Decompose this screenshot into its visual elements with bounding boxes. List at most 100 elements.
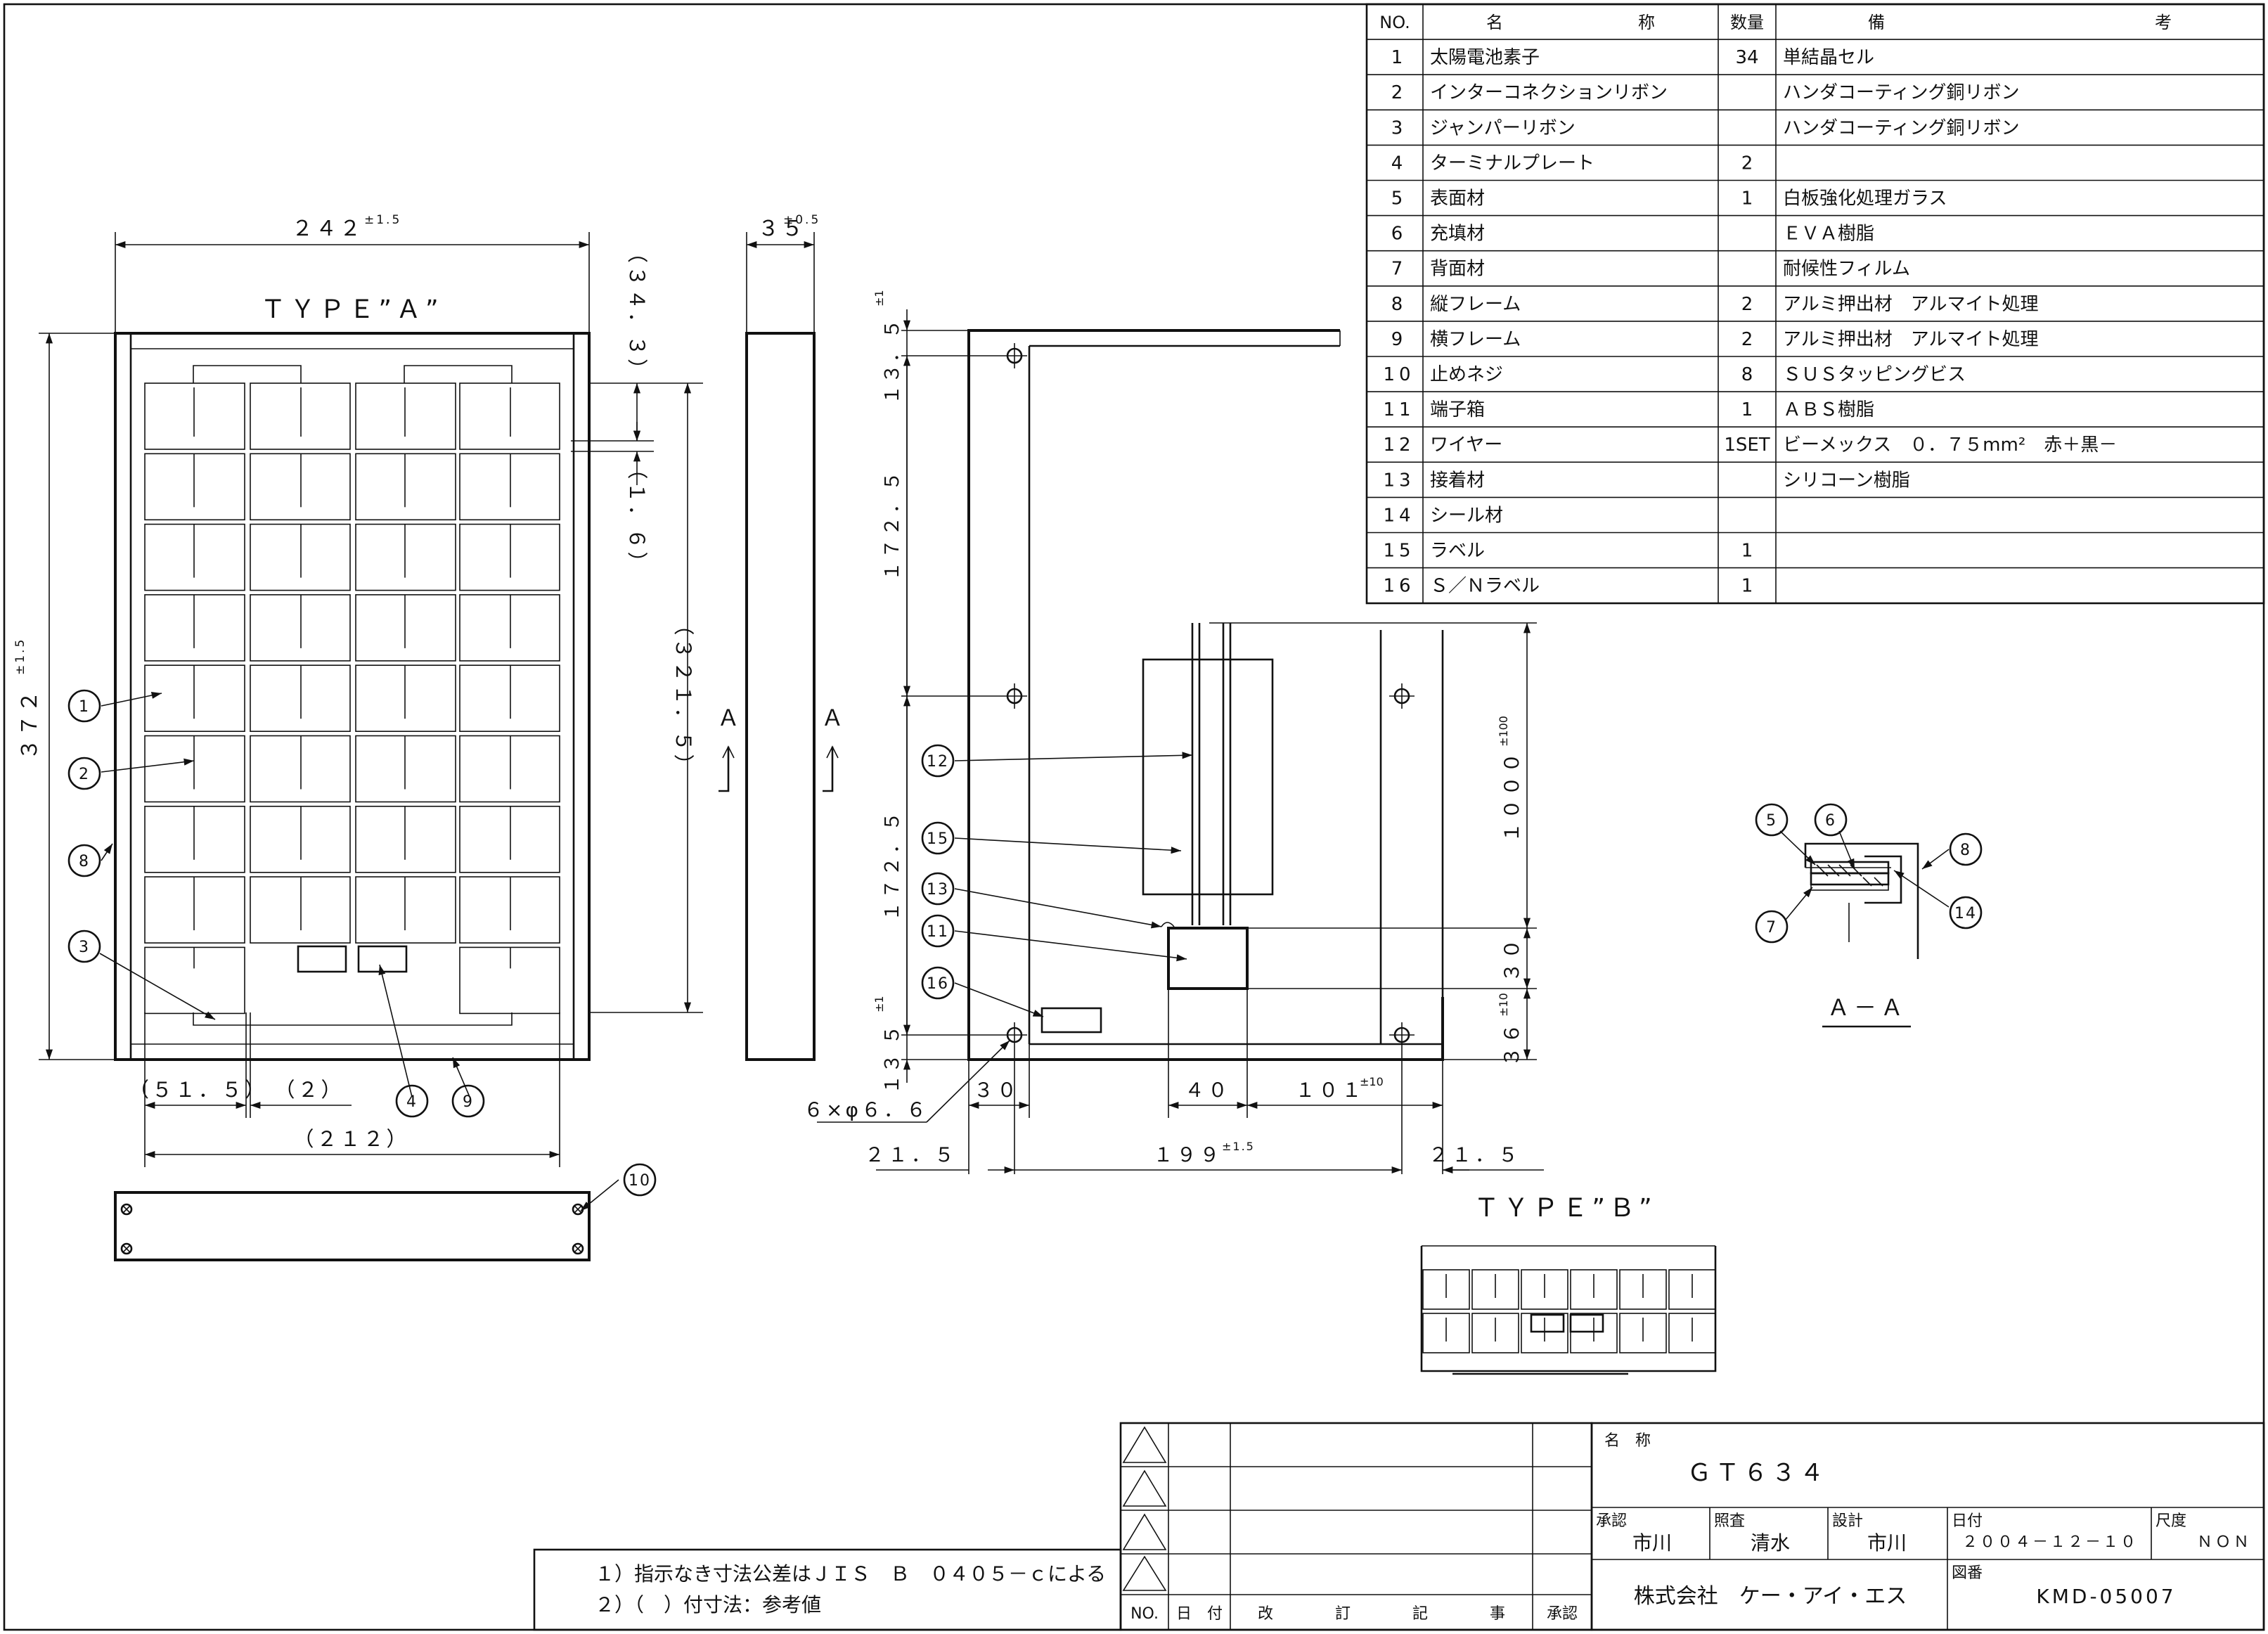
svg-text:±10: ±10 [1360,1075,1384,1088]
svg-text:（１．６）: （１．６） [625,458,649,574]
svg-text:２１．５: ２１．５ [1429,1143,1521,1166]
parts-name: インターコネクションリボン [1430,82,1668,103]
parts-note: ＡＢＳ樹脂 [1783,399,1874,420]
mounting-hole-icon [1002,1022,1027,1048]
solar-cell [355,594,456,662]
parts-name: ワイヤー [1430,435,1502,456]
parts-no: 9 [1391,329,1407,350]
solar-cell [459,453,560,521]
solar-cell [355,382,456,450]
solar-cell [144,594,245,662]
note-2: ２）（ ）付寸法：参考値 [595,1593,821,1616]
solar-cell [250,453,351,521]
parts-note: ハンダコーティング銅リボン [1783,117,2019,139]
parts-no: 12 [1383,435,1415,456]
parts-name: ジャンパーリボン [1430,117,1576,139]
parts-name: 接着材 [1430,470,1485,491]
solar-cell [1471,1313,1519,1353]
svg-text:2: 2 [79,766,90,783]
parts-qty: 1 [1741,576,1753,597]
svg-text:3: 3 [79,939,90,956]
balloon-10: 10 [623,1163,657,1197]
balloon-2: 2 [67,757,101,790]
solar-cell [144,876,245,944]
section-aa-view: Ａ－Ａ [1804,842,1919,1028]
solar-cell [459,946,560,1015]
solar-cell [1668,1313,1716,1353]
balloon-8: 8 [67,844,101,877]
svg-text:改 訂 記 事: 改 訂 記 事 [1258,1605,1505,1623]
svg-text:±1: ±1 [872,996,886,1012]
svg-text:１９９: １９９ [1153,1143,1223,1166]
type-b-view: ＴＹＰＥ”Ｂ” [1420,1194,1717,1375]
solar-cell [459,806,560,873]
svg-text:１７２．５: １７２．５ [882,809,903,921]
parts-name: 縦フレーム [1430,294,1521,315]
solar-cell [459,523,560,591]
revision-triangle-icon [1122,1469,1167,1507]
svg-text:図番: 図番 [1952,1564,1983,1582]
parts-table-header: 数量 [1730,13,1764,32]
dim-right-column: （３４．３） （１．６） （３２１．５） [571,243,703,1013]
parts-name: 横フレーム [1430,329,1521,350]
svg-text:14: 14 [1954,905,1977,922]
parts-no: 4 [1391,153,1407,174]
section-mark-right: Ａ [821,705,844,731]
balloon-11: 11 [921,914,955,948]
svg-text:５: ５ [882,320,903,339]
sn-label [1040,1007,1102,1034]
balloon-5: 5 [1755,803,1789,837]
solar-cell [144,664,245,733]
svg-text:5: 5 [1766,812,1777,830]
solar-cell [250,806,351,873]
svg-text:10: 10 [629,1172,651,1190]
svg-text:15: 15 [927,830,949,848]
bottom-frame-view [114,1191,591,1261]
solar-cell [355,806,456,873]
screw-icon [120,1242,133,1255]
solar-cell [1570,1313,1618,1353]
svg-text:３５: ３５ [758,217,806,241]
svg-text:（３２１．５）: （３２１．５） [671,615,695,777]
side-view: ３５ ±0.5 Ａ Ａ [717,213,844,1061]
svg-text:２４２: ２４２ [292,217,363,241]
parts-no: 3 [1391,117,1407,139]
solar-cell [459,382,560,450]
parts-qty: 2 [1741,294,1753,315]
parts-name: Ｓ／Ｎラベル [1430,576,1540,597]
svg-text:11: 11 [927,923,949,941]
svg-text:4: 4 [406,1093,418,1111]
parts-table-header: 備 考 [1868,13,2172,32]
svg-text:３０: ３０ [974,1079,1020,1102]
svg-text:（５１．５）: （５１．５） [129,1078,268,1102]
solar-cell [1619,1269,1667,1310]
type-a-front-view: ＴＹＰＥ”Ａ” ２４２ ±1.5 ３７２ ±1.5 [13,213,703,1167]
parts-qty: 1 [1741,188,1753,210]
svg-text:日 付: 日 付 [1176,1605,1223,1623]
revision-triangle-icon [1122,1513,1167,1550]
parts-name: 表面材 [1430,188,1485,210]
drawing-number: KMD-05007 [2036,1585,2176,1608]
parts-note: 耐候性フィルム [1783,259,1910,280]
balloon-4: 4 [395,1084,429,1118]
parts-name: 端子箱 [1430,399,1485,420]
svg-text:7: 7 [1766,919,1777,937]
svg-text:５: ５ [882,1026,903,1045]
label-15 [1142,658,1274,896]
svg-text:照査: 照査 [1714,1512,1745,1530]
parts-qty: 2 [1741,329,1753,350]
svg-text:３７２: ３７２ [18,688,42,760]
balloon-15: 15 [921,821,955,855]
svg-text:13: 13 [927,881,949,899]
svg-text:1: 1 [79,698,90,716]
parts-qty: 2 [1741,153,1753,174]
parts-no: 1 [1391,47,1407,68]
back-view: ５ ±1 １３． １７２．５ １７２．５ ５ ±1 １３ １０００ ±100 ３… [804,290,1544,1174]
solar-cell [459,876,560,944]
solar-cell [1619,1313,1667,1353]
parts-no: 11 [1383,399,1415,420]
parts-note: アルミ押出材 アルマイト処理 [1783,294,2038,315]
parts-name: シール材 [1430,505,1503,526]
note-1: １）指示なき寸法公差はＪＩＳ Ｂ ０４０５－ｃによる [595,1562,1106,1585]
